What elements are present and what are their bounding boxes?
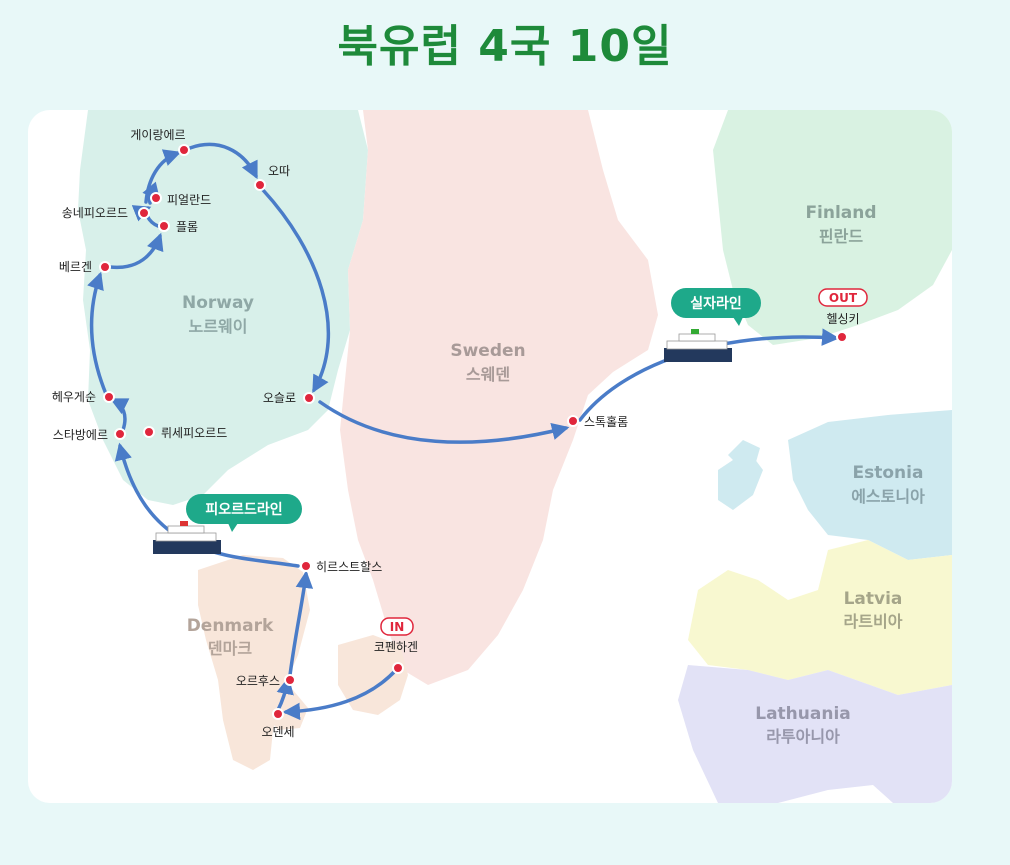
city-label-bergen: 베르겐 [59,260,92,274]
country-lithuania-ko: 라투아니아 [766,727,840,746]
country-denmark-en: Denmark [187,616,274,636]
country-sweden-en: Sweden [450,341,525,361]
city-label-stavanger: 스타방에르 [53,428,108,442]
land-estonia [788,410,952,560]
city-label-odense: 오덴세 [261,725,294,739]
country-estonia-ko: 에스토니아 [851,487,925,506]
city-dot-helsinki [836,331,848,343]
country-finland-ko: 핀란드 [819,227,863,246]
page-title: 북유럽 4국 10일 [337,21,673,72]
in-marker: IN [380,617,414,636]
city-label-aarhus: 오르후스 [236,674,280,688]
city-label-stockholm: 스톡홀롬 [584,415,628,429]
city-dot-aarhus [284,674,296,686]
city-label-haugesund: 헤우게순 [52,390,96,404]
ferry-badge-fjord: 피오르드라인 [186,494,302,532]
city-dot-stockholm [567,415,579,427]
route-otta-oslo [261,188,331,394]
city-dot-odense [272,708,284,720]
route-sogne-geiranger [144,149,182,204]
land-lithuania [678,665,952,803]
route-map: Norway 노르웨이 Sweden 스웨덴 Finland 핀란드 Eston… [28,110,952,803]
city-dot-flam [158,220,170,232]
ferry-label-fjord: 피오르드라인 [205,501,282,518]
city-dot-haugesund [103,391,115,403]
city-dot-stavanger [114,428,126,440]
route-haugesund-bergen [87,271,108,396]
country-latvia-ko: 라트비아 [844,612,903,631]
city-label-geirangerfjord: 게이랑에르 [130,128,185,142]
city-dot-fjaerland [150,192,162,204]
land-finland [713,110,952,345]
country-estonia-en: Estonia [853,463,924,483]
out-marker: OUT [818,288,868,307]
land-zealand [338,635,408,715]
city-label-lysefjord: 뤼세피오르드 [161,426,227,440]
city-label-fjaerland: 피얼란드 [167,193,211,207]
city-dot-bergen [99,261,111,273]
city-label-helsinki: 헬싱키 [826,312,859,326]
city-label-copenhagen: 코펜하겐 [374,640,418,654]
city-label-sognefjord: 송네피오르드 [62,206,128,220]
country-norway-ko: 노르웨이 [189,317,248,336]
city-dot-sognefjord [138,207,150,219]
country-denmark-ko: 덴마크 [208,639,252,658]
land-gotland [718,450,763,510]
city-dot-geirangerfjord [178,144,190,156]
country-sweden-ko: 스웨덴 [466,365,510,384]
route-bergen-flam [108,232,164,270]
ferry-ship-fjord [153,521,221,554]
out-label: OUT [829,291,858,305]
country-finland-en: Finland [805,203,876,223]
country-latvia-en: Latvia [844,589,903,609]
city-label-oslo: 오슬로 [263,391,296,405]
in-label: IN [390,620,405,634]
route-oslo-stockholm [318,400,570,444]
country-lithuania-en: Lathuania [755,704,851,724]
land-latvia [688,540,952,695]
city-dot-otta [254,179,266,191]
ferry-label-silja: 실자라인 [690,295,742,312]
land-denmark [198,555,310,770]
city-dot-hirtshals [300,560,312,572]
country-norway-en: Norway [182,293,254,313]
city-label-flam: 플롬 [176,220,198,234]
ferry-ship-silja [664,329,732,362]
city-label-hirtshals: 히르스트할스 [316,560,382,574]
route-aarhus-hirtshals [288,570,314,677]
city-label-otta: 오따 [268,164,290,178]
ferry-badge-silja: 실자라인 [671,288,761,326]
city-dot-oslo [303,392,315,404]
city-dot-copenhagen [392,662,404,674]
land-saaremaa [728,440,760,465]
land-sweden [340,110,658,685]
route-stavanger-haugesund [109,398,130,432]
city-dot-lysefjord [143,426,155,438]
route-geiranger-otta [188,142,258,180]
route-copenhagen-odense [282,668,398,721]
